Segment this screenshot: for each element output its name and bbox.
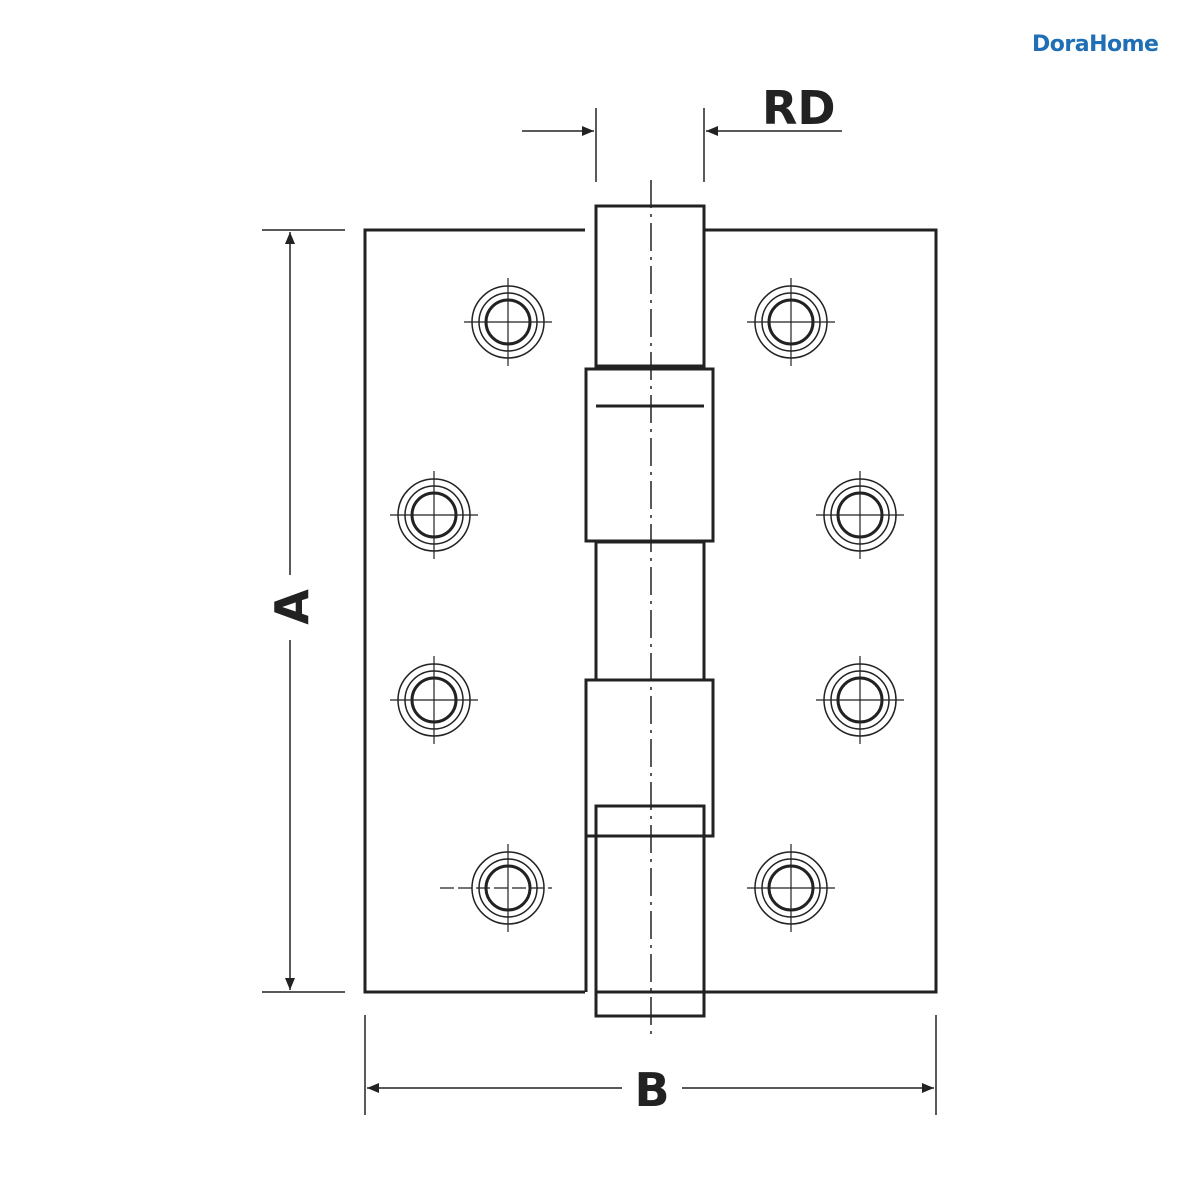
brand-logo: DoraHome [1032,32,1159,57]
screw-hole [390,471,478,559]
screw-hole [816,471,904,559]
left-leaf [363,228,585,994]
dimension-rd-label: RD [762,81,836,135]
screw-hole [816,656,904,744]
screw-hole [464,278,552,366]
screw-hole [747,844,835,932]
screw-hole [390,656,478,744]
screw-holes [390,278,904,932]
right-leaf [705,228,938,994]
dimension-a-label: A [265,589,319,625]
dimension-a [262,229,345,993]
screw-hole [440,844,552,932]
hinge-knuckles [584,204,715,1018]
dimension-b-label: B [634,1063,669,1117]
dimension-rd [522,108,842,182]
knuckle-4 [584,678,715,838]
knuckle-5 [594,804,706,1018]
screw-hole [747,278,835,366]
knuckle-2 [584,367,715,543]
knuckle-1 [594,204,706,368]
dimension-b [364,1015,937,1115]
knuckle-3 [594,540,706,682]
